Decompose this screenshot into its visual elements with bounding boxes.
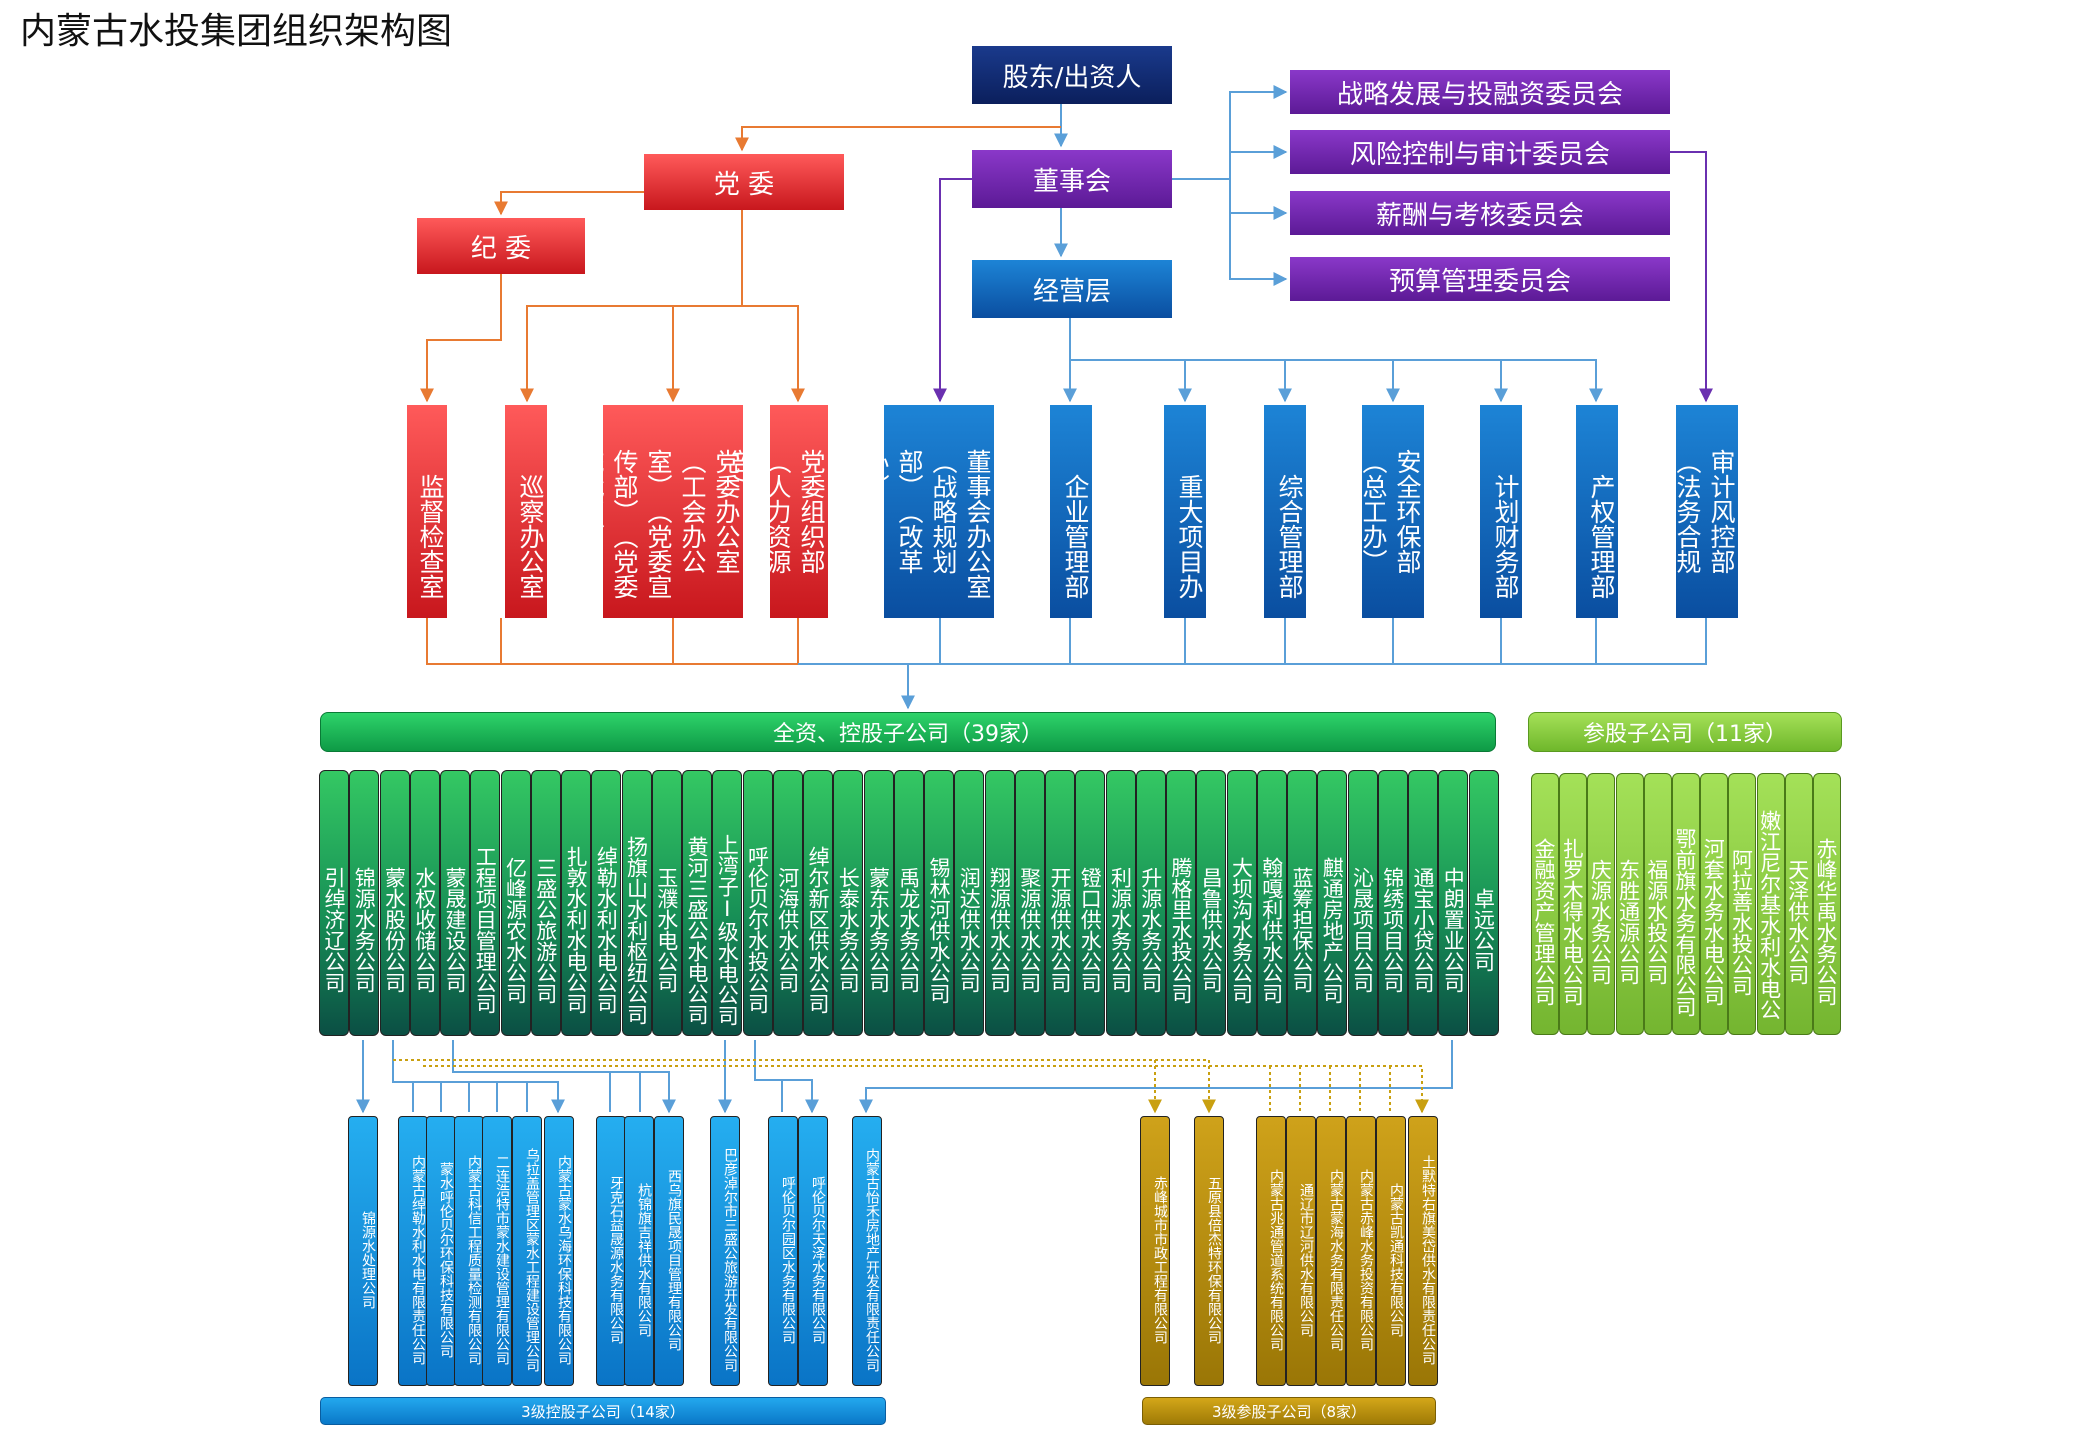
- level3-controlled-company: 西乌旗民晟项目管理有限公司: [654, 1116, 684, 1386]
- controlled-subsidiary: 扎敦水利水电公司: [561, 770, 591, 1036]
- controlled-subsidiary: 引绰济辽公司: [319, 770, 349, 1036]
- controlled-subsidiary: 翰嘎利供水公司: [1256, 770, 1287, 1036]
- controlled-subsidiary: 升源水务公司: [1135, 770, 1166, 1036]
- dept-party-organization: 党委组织部︵人力资源部︶: [729, 405, 828, 618]
- controlled-subsidiary: 蒙水股份公司: [379, 770, 410, 1036]
- dept-safety-environment: 安全环保部︵总工办︶: [1359, 405, 1424, 618]
- level3-participating-bar: 3级参股子公司（8家）: [1142, 1397, 1436, 1425]
- controlled-subsidiary: 禹龙水务公司: [893, 770, 924, 1036]
- level3-participating-company: 五原县倍杰特环保有限公司: [1194, 1116, 1224, 1386]
- participating-subsidiary: 阿拉善水投公司: [1728, 773, 1757, 1035]
- controlled-subsidiary: 蒙东水务公司: [863, 770, 894, 1036]
- page-title: 内蒙古水投集团组织架构图: [20, 11, 453, 52]
- level3-participating-company: 土默特右旗美岱供水有限责任公司: [1408, 1116, 1438, 1386]
- dept-general-management: 综合管理部: [1264, 405, 1306, 618]
- level3-controlled-company: 内蒙古绰勒水利水电有限责任公司: [398, 1116, 428, 1386]
- level3-controlled-company: 呼伦贝尔园区水务有限公司: [768, 1116, 798, 1386]
- controlled-subsidiary: 开源供水公司: [1045, 770, 1075, 1036]
- level3-controlled-bar: 3级控股子公司（14家）: [320, 1397, 886, 1425]
- party-committee-box: 党 委: [644, 154, 844, 210]
- level3-controlled-company: 内蒙古蒙水乌海环保科技有限公司: [544, 1116, 574, 1386]
- participating-subsidiary: 鄂前旗水务有限公司: [1672, 773, 1700, 1035]
- participating-subsidiary: 福源水投公司: [1643, 773, 1672, 1035]
- controlled-subsidiary: 水权收储公司: [409, 770, 440, 1036]
- controlled-subsidiary: 锡林河供水公司: [924, 770, 954, 1036]
- controlled-subsidiary: 大坝沟水务公司: [1226, 770, 1257, 1036]
- controlled-subsidiary: 上湾子Ⅰ级水电公司: [712, 770, 743, 1036]
- controlled-subsidiary: 腾格里水投公司: [1166, 770, 1196, 1036]
- dept-property-rights: 产权管理部: [1576, 405, 1618, 618]
- dept-major-projects: 重大项目办: [1164, 405, 1206, 618]
- controlled-subsidiary: 长泰水务公司: [833, 770, 864, 1036]
- controlled-subsidiary: 蓝筹担保公司: [1287, 770, 1317, 1036]
- committee-compensation: 薪酬与考核委员会: [1290, 191, 1670, 235]
- level3-controlled-company: 乌拉盖管理区蒙水工程建设管理公司: [512, 1116, 542, 1386]
- level3-participating-company: 内蒙古凯通科技有限公司: [1376, 1116, 1406, 1386]
- controlled-subsidiary: 河海供水公司: [772, 770, 803, 1036]
- participating-subsidiary: 金融资产管理公司: [1531, 773, 1559, 1035]
- level3-controlled-company: 巴彦淖尔市三盛公旅游开发有限公司: [710, 1116, 740, 1386]
- controlled-subsidiary: 绰尔新区供水公司: [803, 770, 833, 1036]
- level3-participating-company: 内蒙古兆通管道系统有限公司: [1256, 1116, 1286, 1386]
- level3-participating-company: 通辽市辽河供水有限公司: [1286, 1116, 1316, 1386]
- controlled-subsidiary: 亿峰源农水公司: [500, 770, 531, 1036]
- dept-supervision: 监督检查室: [407, 405, 447, 618]
- controlled-subsidiary: 卓远公司: [1468, 770, 1499, 1036]
- controlled-subsidiary: 锦源水务公司: [349, 770, 380, 1036]
- controlled-subsidiary: 黄河三盛公水电公司: [682, 770, 712, 1036]
- participating-subsidiary: 天泽供水公司: [1784, 773, 1813, 1035]
- participating-subsidiaries-bar: 参股子公司（11家）: [1528, 712, 1842, 752]
- level3-participating-company: 赤峰城市市政工程有限公司: [1140, 1116, 1170, 1386]
- discipline-committee-box: 纪 委: [417, 218, 585, 274]
- controlled-subsidiary: 沁晟项目公司: [1347, 770, 1378, 1036]
- dept-enterprise-management: 企业管理部: [1050, 405, 1092, 618]
- shareholders-box: 股东/出资人: [972, 46, 1172, 104]
- controlled-subsidiary: 呼伦贝尔水投公司: [742, 770, 773, 1036]
- controlled-subsidiary: 绰勒水利水电公司: [591, 770, 622, 1036]
- dept-board-office: 董事会办公室︵战略规划部︶︵改革办︶: [861, 405, 994, 618]
- controlled-subsidiary: 润达供水公司: [954, 770, 985, 1036]
- level3-participating-company: 内蒙古蒙海水务有限责任公司: [1316, 1116, 1346, 1386]
- controlled-subsidiary: 利源水务公司: [1105, 770, 1136, 1036]
- participating-subsidiary: 扎罗木得水电公司: [1559, 773, 1588, 1035]
- controlled-subsidiaries-bar: 全资、控股子公司（39家）: [320, 712, 1496, 752]
- committee-strategy: 战略发展与投融资委员会: [1290, 70, 1670, 114]
- committee-budget: 预算管理委员会: [1290, 257, 1670, 301]
- level3-controlled-company: 二连浩特市蒙水建设管理有限公司: [482, 1116, 512, 1386]
- dept-audit-risk: 审计风控部︵法务合规部︶: [1639, 405, 1738, 618]
- level3-controlled-company: 杭锦旗吉祥供水有限公司: [624, 1116, 654, 1386]
- controlled-subsidiary: 三盛公旅游公司: [530, 770, 561, 1036]
- level3-participating-company: 内蒙古赤峰水务投资有限公司: [1346, 1116, 1376, 1386]
- level3-controlled-company: 内蒙古怡禾房地产开发有限责任公司: [852, 1116, 882, 1386]
- participating-subsidiary: 赤峰华禹水务公司: [1813, 773, 1841, 1035]
- controlled-subsidiary: 工程项目管理公司: [470, 770, 501, 1036]
- participating-subsidiary: 东胜通源公司: [1615, 773, 1644, 1035]
- participating-subsidiary: 河套水务水电公司: [1700, 773, 1729, 1035]
- management-box: 经营层: [972, 260, 1172, 318]
- level3-controlled-company: 呼伦贝尔天泽水务有限公司: [798, 1116, 828, 1386]
- controlled-subsidiary: 通宝小贷公司: [1408, 770, 1438, 1036]
- controlled-subsidiary: 蒙晟建设公司: [440, 770, 470, 1036]
- level3-controlled-company: 蒙水呼伦贝尔环保科技有限公司: [426, 1116, 456, 1386]
- dept-party-office: 党委办公室︵工会办公室︶︵党委宣传部︶︵党委统战部︶: [576, 405, 743, 618]
- controlled-subsidiary: 扬旗山水利枢纽公司: [621, 770, 652, 1036]
- controlled-subsidiary: 昌鲁供水公司: [1196, 770, 1227, 1036]
- level3-controlled-company: 锦源水处理公司: [348, 1116, 378, 1386]
- level3-controlled-company: 内蒙古科信工程质量检测有限公司: [454, 1116, 484, 1386]
- participating-subsidiary: 嫩江尼尔基水利水电公司: [1756, 773, 1785, 1035]
- controlled-subsidiary: 镫口供水公司: [1075, 770, 1106, 1036]
- controlled-subsidiary: 中朗置业公司: [1438, 770, 1469, 1036]
- controlled-subsidiary: 锦绣项目公司: [1377, 770, 1408, 1036]
- dept-finance: 计划财务部: [1480, 405, 1522, 618]
- controlled-subsidiary: 麒通房地产公司: [1317, 770, 1348, 1036]
- controlled-subsidiary: 翔源供水公司: [984, 770, 1015, 1036]
- controlled-subsidiary: 聚源供水公司: [1014, 770, 1045, 1036]
- board-box: 董事会: [972, 150, 1172, 208]
- committee-risk-audit: 风险控制与审计委员会: [1290, 130, 1670, 174]
- participating-subsidiary: 庆源水务公司: [1587, 773, 1616, 1035]
- dept-inspection: 巡察办公室: [505, 405, 547, 618]
- level3-controlled-company: 牙克石益晟源水务有限公司: [596, 1116, 626, 1386]
- controlled-subsidiary: 玉濮水电公司: [651, 770, 682, 1036]
